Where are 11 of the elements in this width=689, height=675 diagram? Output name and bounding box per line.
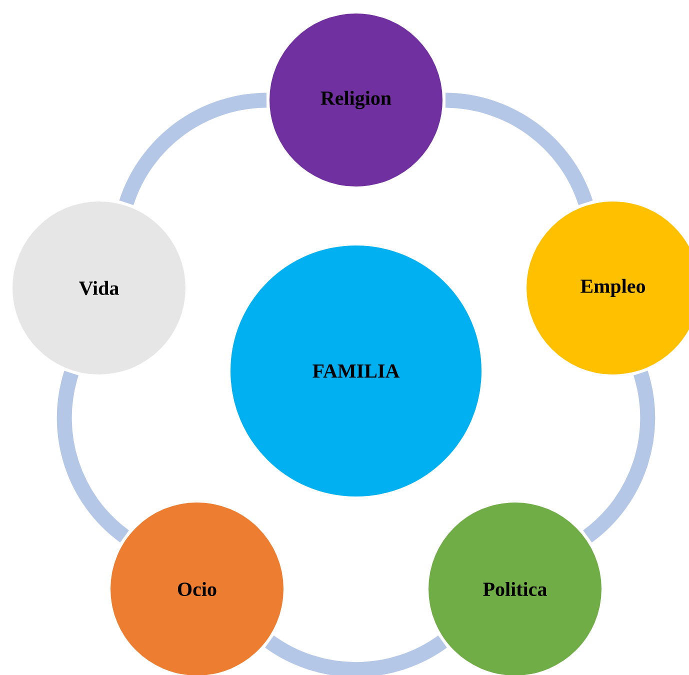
ring-arc bbox=[445, 92, 593, 206]
ring-arc bbox=[582, 371, 656, 542]
ring-arc bbox=[265, 635, 447, 675]
ring-arc bbox=[119, 92, 267, 206]
circle-node: FAMILIA bbox=[228, 242, 484, 500]
circle-node: Politica bbox=[426, 500, 604, 675]
circle-node: Vida bbox=[10, 198, 188, 378]
ring-arc bbox=[56, 371, 130, 542]
circle-node: Empleo bbox=[524, 198, 689, 378]
circle-node: Religion bbox=[266, 10, 446, 190]
circle-node: Ocio bbox=[108, 500, 286, 675]
